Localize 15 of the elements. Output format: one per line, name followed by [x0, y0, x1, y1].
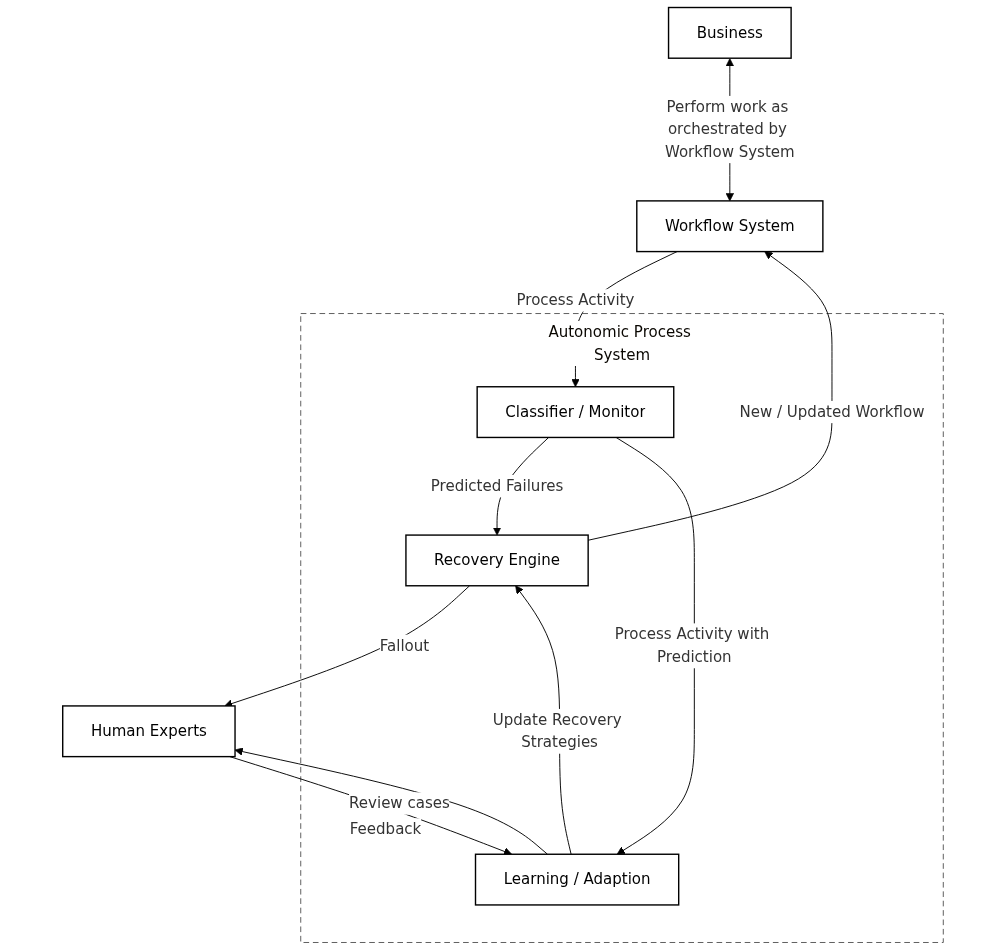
node-box: Classifier / Monitor — [476, 386, 675, 439]
edge-label: Review cases — [349, 794, 450, 812]
edge-label: Process Activity with Prediction — [614, 625, 770, 666]
edge-label: Update Recovery Strategies — [492, 710, 622, 751]
edge-label: Process Activity — [516, 291, 635, 309]
edge-label: Feedback — [349, 820, 422, 838]
node-box: Workflow System — [636, 200, 824, 253]
edge-label: New / Updated Workflow — [739, 402, 925, 421]
node-box: Human Experts — [62, 705, 236, 758]
node-box: Learning / Adaption — [474, 853, 680, 906]
edge-label: Predicted Failures — [430, 476, 564, 495]
edge-label: Fallout — [379, 636, 430, 655]
node-box: Business — [667, 6, 792, 59]
node-box: Recovery Engine — [405, 534, 589, 587]
edge-label: Perform work as orchestrated by Workflow System — [664, 97, 795, 161]
